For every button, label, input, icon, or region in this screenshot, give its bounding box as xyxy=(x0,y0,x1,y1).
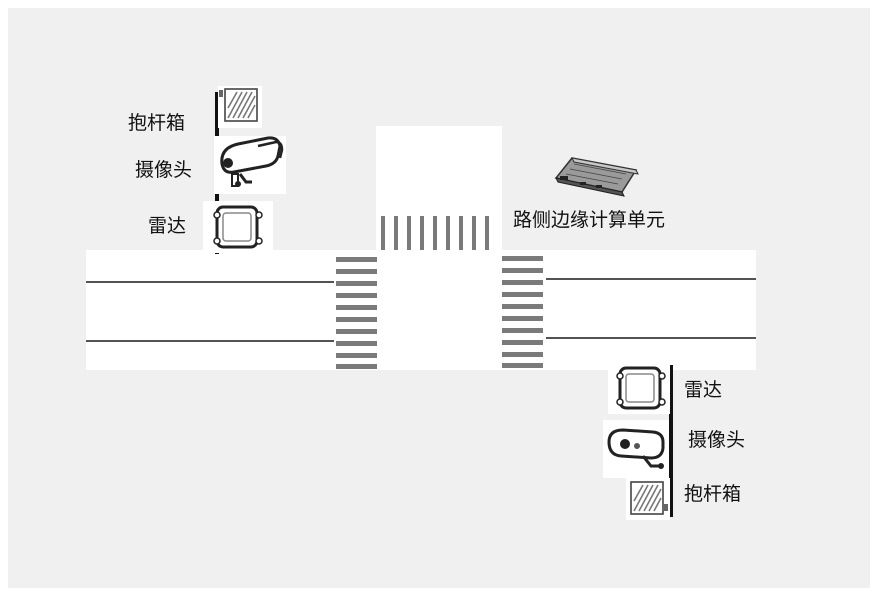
crosswalk-east xyxy=(502,256,543,368)
crosswalk-north xyxy=(381,216,489,250)
radar-icon xyxy=(203,201,273,253)
label-edge-unit: 路侧边缘计算单元 xyxy=(513,209,666,231)
crosswalk-west xyxy=(336,257,377,369)
edge-computing-unit-icon xyxy=(552,152,642,198)
camera-icon xyxy=(214,136,286,194)
label-camera-right: 摄像头 xyxy=(688,429,746,451)
pole-box-icon xyxy=(626,478,670,520)
label-pole-box-left: 抱杆箱 xyxy=(128,112,186,134)
label-camera-left: 摄像头 xyxy=(135,159,193,181)
label-radar-left: 雷达 xyxy=(148,215,187,237)
label-pole-box-right: 抱杆箱 xyxy=(684,483,742,505)
radar-icon xyxy=(608,362,670,414)
label-radar-right: 雷达 xyxy=(684,379,723,401)
pole-box-icon xyxy=(218,86,262,128)
camera-icon xyxy=(603,420,669,478)
pole-right xyxy=(669,365,673,517)
